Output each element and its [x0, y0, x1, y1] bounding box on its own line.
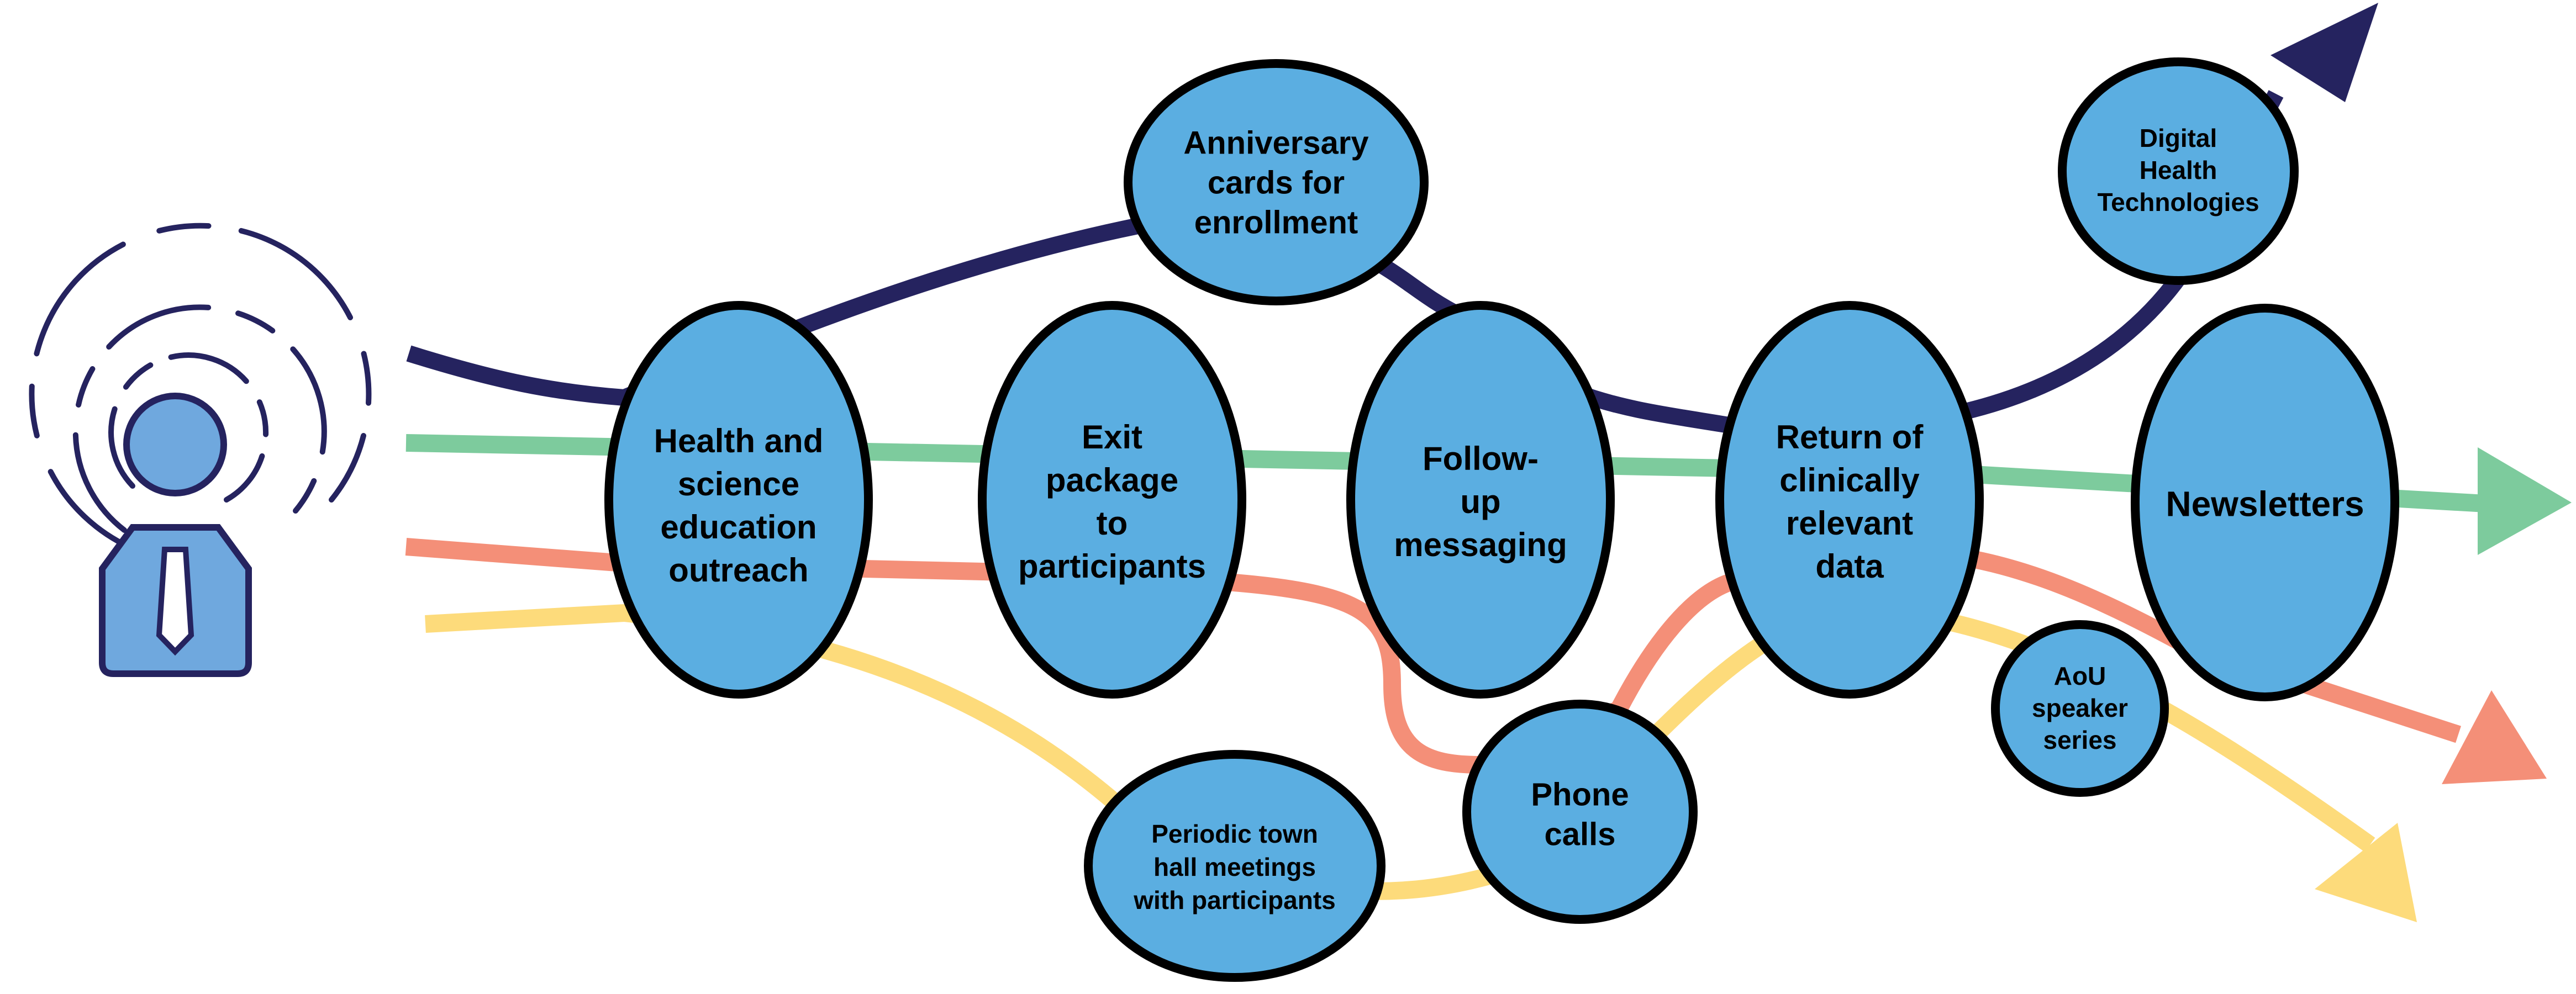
node-anniversary-cards-label: Anniversary cards for enrollment: [1183, 125, 1368, 240]
node-newsletters-label: Newsletters: [2166, 484, 2364, 524]
node-label-line: speaker: [2032, 694, 2128, 722]
node-label-line: up: [1460, 483, 1500, 520]
node-label-line: AoU: [2054, 662, 2106, 690]
node-label-line: Return of: [1776, 419, 1924, 456]
node-label-line: Phone: [1531, 776, 1629, 812]
node-label-line: Periodic town: [1151, 819, 1318, 848]
node-phone-calls: Phone calls: [1462, 700, 1698, 924]
node-label-line: hall meetings: [1153, 853, 1316, 881]
node-label-line: series: [2043, 726, 2116, 754]
node-label-line: education: [660, 509, 816, 546]
navy-arrowhead: [2271, 3, 2378, 102]
node-label-line: with participants: [1133, 886, 1335, 914]
node-label-line: Follow-: [1423, 440, 1539, 477]
node-label-line: data: [1815, 548, 1884, 585]
person-head: [123, 393, 227, 496]
node-label-line: clinically: [1779, 462, 1920, 499]
signal-waves: [29, 223, 372, 561]
node-aou-speaker-series-label: AoU speaker series: [2032, 662, 2128, 754]
node-exit-package: Exit package to participants: [978, 301, 1246, 699]
node-follow-up-messaging-label: Follow-up messaging: [1394, 440, 1567, 563]
node-label-line: Health: [2140, 156, 2217, 184]
node-label-line: Digital: [2140, 124, 2217, 152]
node-label-line: package: [1046, 462, 1178, 499]
node-label-line: outreach: [668, 552, 808, 589]
green-arrowhead: [2478, 447, 2572, 555]
node-label-line: Anniversary: [1183, 125, 1368, 161]
node-label-line: Health and: [654, 422, 824, 459]
node-label-line: messaging: [1394, 526, 1567, 563]
node-return-of-clinical-data-label: Return of clinically relevant data: [1776, 419, 1924, 585]
node-label-line: science: [678, 466, 799, 503]
node-aou-speaker-series: AoU speaker series: [1991, 620, 2169, 797]
node-newsletters: Newsletters: [2131, 304, 2399, 701]
node-return-of-clinical-data: Return of clinically relevant data: [1715, 301, 1984, 699]
node-periodic-town-hall-meetings: Periodic town hall meetings with participa…: [1084, 750, 1386, 982]
node-periodic-town-hall-meetings-label: Periodic town hall meetings with participa…: [1133, 819, 1335, 914]
node-label-line: relevant: [1786, 505, 1913, 542]
node-label-line: Technologies: [2097, 188, 2259, 216]
tie-icon: [156, 547, 194, 656]
node-anniversary-cards: Anniversary cards for enrollment: [1124, 59, 1429, 305]
node-label-line: enrollment: [1194, 204, 1358, 240]
broadcasting-person-icon: [29, 223, 372, 677]
yellow-arrowhead: [2315, 823, 2417, 922]
node-label-line: to: [1097, 505, 1128, 542]
node-label-line: participants: [1018, 548, 1206, 585]
node-label-line: calls: [1545, 816, 1616, 852]
node-label-line: Newsletters: [2166, 484, 2364, 524]
node-label-line: cards for: [1208, 165, 1345, 200]
node-label-line: Exit: [1082, 419, 1142, 456]
node-health-science-education-outreach: Health and science education outreach: [604, 301, 873, 699]
node-phone-calls-label: Phone calls: [1531, 776, 1629, 852]
salmon-arrowhead: [2442, 690, 2547, 784]
node-follow-up-messaging: Follow-up messaging: [1346, 301, 1615, 699]
node-exit-package-label: Exit package to participants: [1018, 419, 1206, 585]
node-health-science-education-outreach-label: Health and science education outreach: [654, 422, 824, 589]
